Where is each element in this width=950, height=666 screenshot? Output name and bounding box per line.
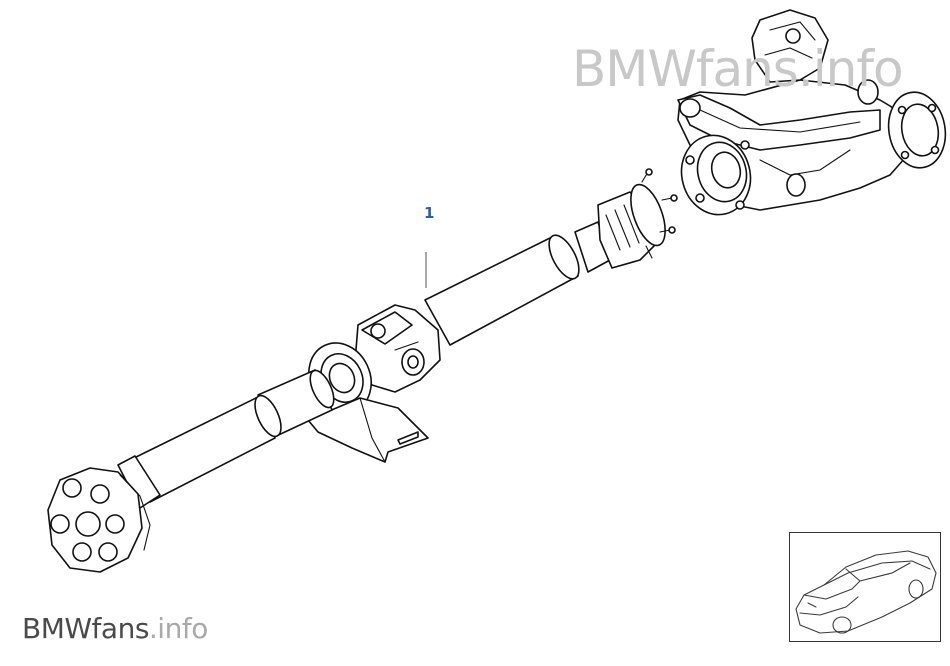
vehicle-thumbnail[interactable] bbox=[789, 532, 941, 642]
watermark-bottom: BMWfans.info bbox=[22, 612, 208, 645]
watermark-suffix: .info bbox=[148, 612, 208, 645]
watermark-brand: BMWfans bbox=[22, 612, 149, 645]
rear-differential bbox=[677, 9, 947, 216]
watermark-top: BMWfans.info bbox=[572, 40, 904, 98]
drive-shaft bbox=[47, 168, 678, 573]
callout-1-label[interactable]: 1 bbox=[424, 204, 435, 222]
car-icon bbox=[795, 550, 937, 634]
